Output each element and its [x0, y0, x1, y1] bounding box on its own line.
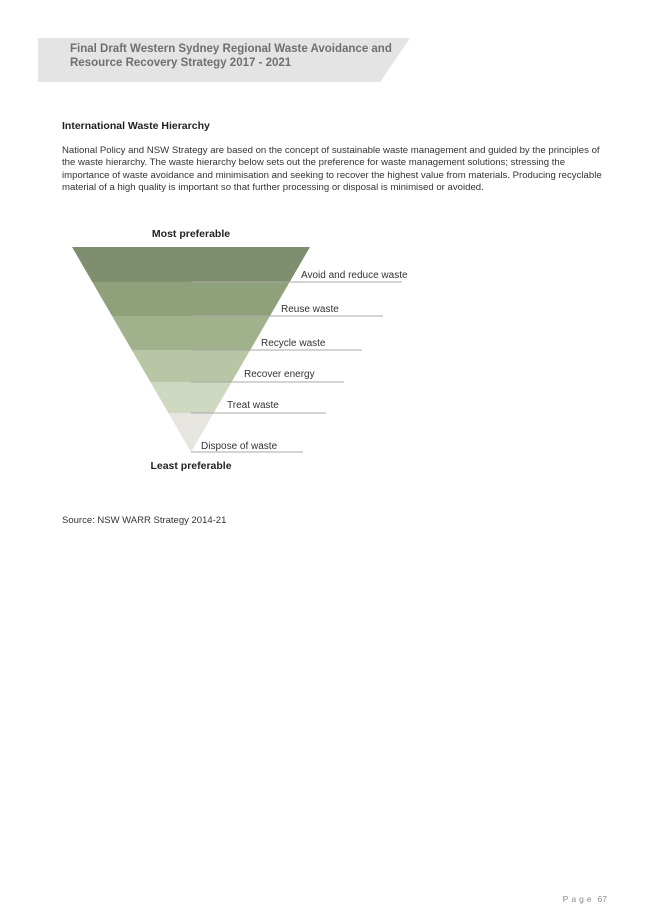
source-note: Source: NSW WARR Strategy 2014-21 [62, 515, 227, 526]
hierarchy-band [168, 413, 214, 452]
level-label-recycle: Recycle waste [261, 338, 326, 349]
section-heading: International Waste Hierarchy [62, 120, 210, 132]
hierarchy-band [72, 247, 310, 282]
hierarchy-bands [72, 247, 310, 452]
page-number: 67 [597, 894, 607, 904]
hierarchy-band [112, 316, 270, 350]
hierarchy-leader-lines [191, 281, 402, 453]
header-banner [38, 38, 410, 82]
level-label-recover: Recover energy [244, 369, 315, 380]
hierarchy-band [92, 282, 290, 316]
document-title: Final Draft Western Sydney Regional Wast… [70, 43, 392, 69]
level-label-dispose: Dispose of waste [201, 441, 278, 452]
page-word: Page [562, 894, 595, 904]
level-label-avoid: Avoid and reduce waste [301, 270, 408, 281]
level-label-treat: Treat waste [227, 400, 279, 411]
hierarchy-band [150, 382, 232, 413]
section-body: National Policy and NSW Strategy are bas… [62, 145, 602, 193]
hierarchy-band [131, 350, 251, 382]
most-preferable-label: Most preferable [152, 228, 230, 240]
least-preferable-label: Least preferable [150, 460, 231, 472]
level-label-reuse: Reuse waste [281, 304, 339, 315]
